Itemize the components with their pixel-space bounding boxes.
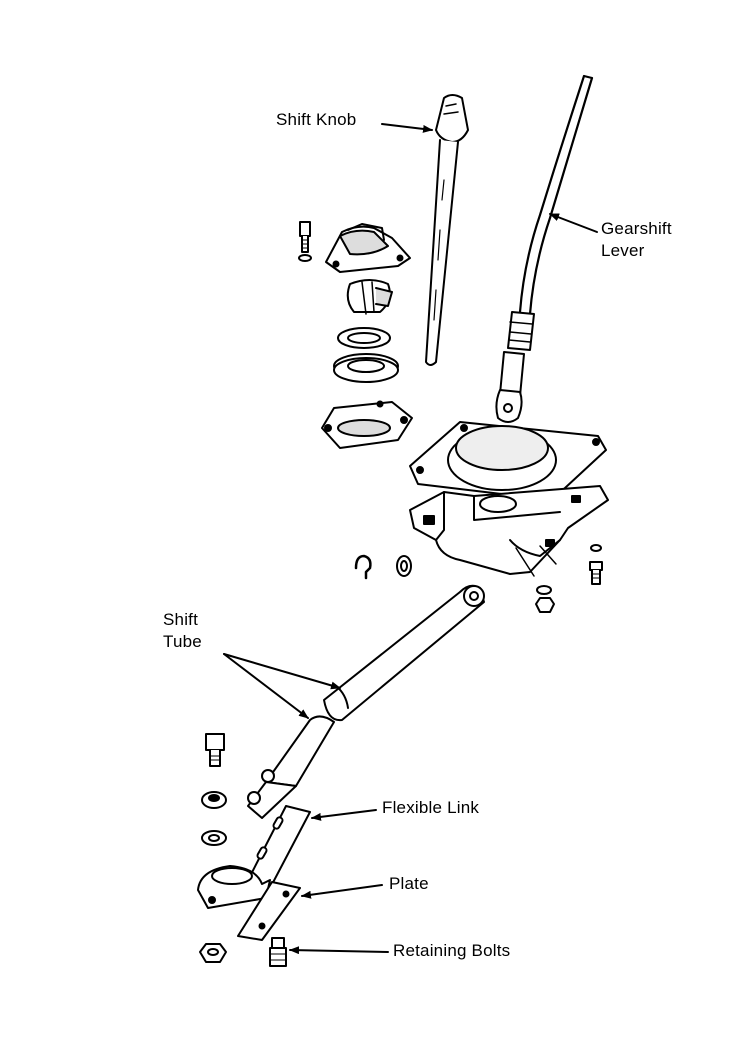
shift-knob-label: Shift Knob: [276, 109, 356, 131]
retaining-nut: [199, 943, 227, 963]
flexible-link-arrow: [311, 809, 377, 821]
lower-link-plate: [197, 865, 271, 909]
plate-label-text: Plate: [389, 874, 429, 893]
gearshift-lever-label-line2: Lever: [601, 241, 645, 260]
plate-arrow: [301, 884, 383, 899]
pivot-clip: [346, 279, 393, 315]
plate-part: [237, 881, 301, 941]
upper-bolt: [298, 221, 312, 262]
left-bolt-assembly: [201, 733, 227, 846]
shift-tube-label-line2: Tube: [163, 632, 202, 651]
upper-boot-cover: [325, 223, 411, 273]
flexible-link-label: Flexible Link: [382, 797, 479, 819]
shift-tube-upper: [323, 584, 485, 722]
retaining-bolts-arrow: [289, 946, 389, 955]
shift-tube-label-line1: Shift: [163, 610, 199, 629]
shift-tube-lower-arrow: [223, 653, 309, 719]
gearshift-lever-label-line1: Gearshift: [601, 219, 672, 238]
shifter-bracket: [409, 485, 609, 577]
gearshift-lever-part: [495, 74, 594, 423]
flexible-link-label-text: Flexible Link: [382, 798, 480, 817]
seal-ring-lower: [333, 353, 399, 383]
shift-tube-lower: [247, 715, 335, 819]
shift-tube-upper-arrow: [223, 653, 341, 690]
small-washer: [396, 555, 412, 577]
retaining-bolts-label: Retaining Bolts: [393, 940, 510, 962]
right-bolt-assembly: [535, 544, 603, 613]
shift-tube-label: Shift Tube: [163, 609, 202, 653]
plate-label: Plate: [389, 873, 429, 895]
lower-retainer-plate: [321, 400, 413, 449]
gearshift-lever-label: Gearshift Lever: [601, 218, 672, 262]
seal-ring-upper: [337, 327, 391, 349]
shifter-housing: [409, 421, 607, 501]
leader-arrows: [223, 123, 598, 955]
hairpin-clip: [354, 554, 372, 580]
retaining-bolts-label-text: Retaining Bolts: [393, 941, 511, 960]
shift-knob-part: [425, 94, 469, 366]
shift-knob-label-text: Shift Knob: [276, 110, 357, 129]
retaining-bolt: [269, 937, 287, 967]
shift-knob-arrow: [381, 123, 433, 133]
gearshift-lever-arrow: [549, 213, 598, 233]
